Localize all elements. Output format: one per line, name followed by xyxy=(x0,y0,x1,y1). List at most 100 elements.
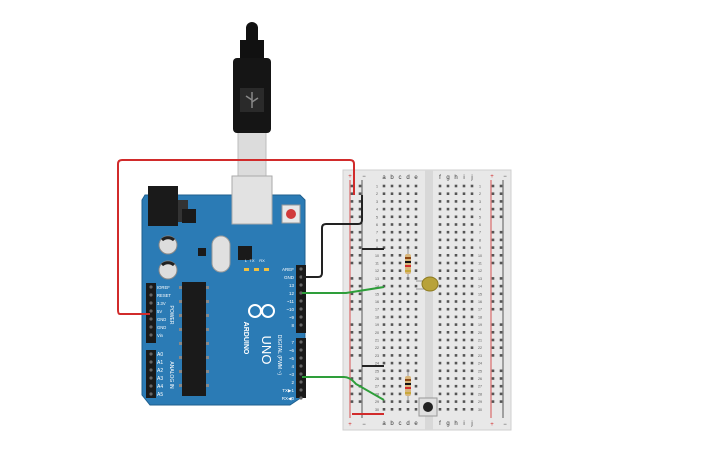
breadboard-hole[interactable] xyxy=(454,230,458,234)
header-pin[interactable] xyxy=(149,360,153,364)
breadboard-hole[interactable] xyxy=(446,400,450,403)
breadboard-hole[interactable] xyxy=(470,184,474,188)
breadboard-hole[interactable] xyxy=(358,230,362,234)
breadboard-hole[interactable] xyxy=(454,392,458,396)
breadboard-hole[interactable] xyxy=(454,246,458,249)
breadboard-hole[interactable] xyxy=(446,315,450,319)
breadboard-hole[interactable] xyxy=(499,384,503,388)
breadboard-hole[interactable] xyxy=(382,230,386,234)
breadboard-hole[interactable] xyxy=(446,261,450,265)
breadboard-hole[interactable] xyxy=(438,230,442,234)
breadboard-hole[interactable] xyxy=(350,400,354,403)
breadboard-hole[interactable] xyxy=(462,254,466,257)
breadboard-hole[interactable] xyxy=(398,315,402,319)
breadboard-hole[interactable] xyxy=(446,246,450,249)
breadboard-hole[interactable] xyxy=(491,284,495,288)
breadboard-hole[interactable] xyxy=(446,377,450,380)
breadboard-hole[interactable] xyxy=(446,369,450,373)
breadboard-hole[interactable] xyxy=(491,369,495,373)
breadboard-hole[interactable] xyxy=(462,408,466,411)
breadboard-hole[interactable] xyxy=(398,392,402,396)
breadboard-hole[interactable] xyxy=(390,346,394,349)
breadboard-hole[interactable] xyxy=(438,307,442,311)
breadboard-hole[interactable] xyxy=(470,338,474,342)
breadboard-hole[interactable] xyxy=(438,192,442,195)
breadboard-hole[interactable] xyxy=(350,331,354,334)
breadboard-hole[interactable] xyxy=(454,408,458,411)
breadboard-hole[interactable] xyxy=(358,392,362,396)
breadboard-hole[interactable] xyxy=(350,369,354,373)
breadboard-hole[interactable] xyxy=(398,284,402,288)
breadboard-hole[interactable] xyxy=(350,184,354,188)
breadboard-hole[interactable] xyxy=(499,300,503,303)
breadboard-hole[interactable] xyxy=(446,346,450,349)
breadboard-hole[interactable] xyxy=(462,369,466,373)
breadboard-hole[interactable] xyxy=(350,346,354,349)
breadboard-hole[interactable] xyxy=(358,307,362,311)
breadboard-hole[interactable] xyxy=(358,261,362,265)
breadboard-hole[interactable] xyxy=(398,184,402,188)
breadboard-hole[interactable] xyxy=(414,323,418,326)
breadboard-hole[interactable] xyxy=(491,277,495,280)
breadboard-hole[interactable] xyxy=(350,392,354,396)
breadboard-hole[interactable] xyxy=(382,215,386,219)
breadboard-hole[interactable] xyxy=(491,384,495,388)
breadboard-hole[interactable] xyxy=(358,323,362,326)
breadboard-hole[interactable] xyxy=(406,230,410,234)
breadboard-hole[interactable] xyxy=(446,307,450,311)
breadboard-hole[interactable] xyxy=(499,354,503,357)
breadboard-hole[interactable] xyxy=(454,192,458,195)
breadboard-hole[interactable] xyxy=(398,192,402,195)
breadboard-hole[interactable] xyxy=(406,192,410,195)
header-pin[interactable] xyxy=(149,368,153,372)
green-wire-pin2[interactable] xyxy=(302,376,385,401)
breadboard-hole[interactable] xyxy=(390,338,394,342)
breadboard-hole[interactable] xyxy=(462,292,466,296)
breadboard-hole[interactable] xyxy=(462,307,466,311)
breadboard-hole[interactable] xyxy=(462,384,466,388)
breadboard-hole[interactable] xyxy=(438,354,442,357)
breadboard-hole[interactable] xyxy=(438,246,442,249)
breadboard-hole[interactable] xyxy=(462,230,466,234)
breadboard-hole[interactable] xyxy=(462,207,466,211)
breadboard-hole[interactable] xyxy=(438,200,442,203)
breadboard-hole[interactable] xyxy=(414,400,418,403)
header-pin[interactable] xyxy=(299,348,303,352)
breadboard-hole[interactable] xyxy=(406,338,410,342)
breadboard-hole[interactable] xyxy=(358,284,362,288)
breadboard-hole[interactable] xyxy=(454,315,458,319)
breadboard-hole[interactable] xyxy=(398,223,402,226)
breadboard-hole[interactable] xyxy=(454,323,458,326)
breadboard-hole[interactable] xyxy=(358,246,362,249)
breadboard-hole[interactable] xyxy=(491,246,495,249)
breadboard-hole[interactable] xyxy=(382,323,386,326)
breadboard-hole[interactable] xyxy=(382,269,386,272)
breadboard-hole[interactable] xyxy=(499,192,503,195)
breadboard-hole[interactable] xyxy=(446,269,450,272)
breadboard-hole[interactable] xyxy=(491,323,495,326)
breadboard-hole[interactable] xyxy=(350,215,354,219)
breadboard-hole[interactable] xyxy=(414,284,418,288)
breadboard-hole[interactable] xyxy=(470,346,474,349)
breadboard-hole[interactable] xyxy=(462,246,466,249)
breadboard-hole[interactable] xyxy=(499,277,503,280)
breadboard-hole[interactable] xyxy=(358,238,362,242)
breadboard-hole[interactable] xyxy=(499,331,503,334)
breadboard-hole[interactable] xyxy=(398,300,402,303)
breadboard-hole[interactable] xyxy=(454,377,458,380)
breadboard-hole[interactable] xyxy=(438,207,442,211)
breadboard-hole[interactable] xyxy=(406,184,410,188)
breadboard-hole[interactable] xyxy=(358,354,362,357)
breadboard-hole[interactable] xyxy=(382,377,386,380)
breadboard-hole[interactable] xyxy=(454,361,458,365)
breadboard-hole[interactable] xyxy=(454,207,458,211)
breadboard-hole[interactable] xyxy=(414,184,418,188)
breadboard-hole[interactable] xyxy=(350,261,354,265)
breadboard-hole[interactable] xyxy=(454,269,458,272)
breadboard-hole[interactable] xyxy=(358,331,362,334)
header-pin[interactable] xyxy=(149,333,153,337)
header-pin[interactable] xyxy=(149,285,153,289)
breadboard-hole[interactable] xyxy=(398,230,402,234)
breadboard-hole[interactable] xyxy=(390,184,394,188)
breadboard-hole[interactable] xyxy=(491,392,495,396)
